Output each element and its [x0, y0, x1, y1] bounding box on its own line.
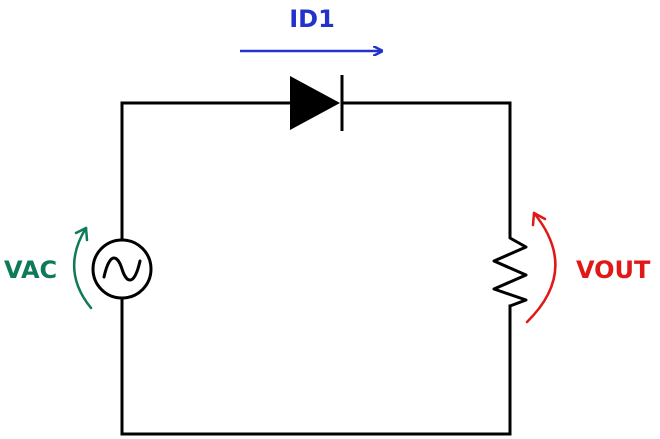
output-voltage-arrow	[525, 211, 557, 324]
diode-symbol	[290, 75, 344, 131]
ac-source-symbol	[91, 238, 153, 300]
source-voltage-label: VAC	[4, 256, 57, 284]
resistor-symbol	[492, 232, 528, 308]
output-voltage-label: VOUT	[576, 256, 651, 284]
current-label: ID1	[289, 5, 335, 33]
source-voltage-arrow	[73, 226, 93, 310]
wires	[120, 101, 512, 436]
diode-triangle	[290, 76, 340, 130]
sine-wave-icon	[102, 256, 142, 282]
